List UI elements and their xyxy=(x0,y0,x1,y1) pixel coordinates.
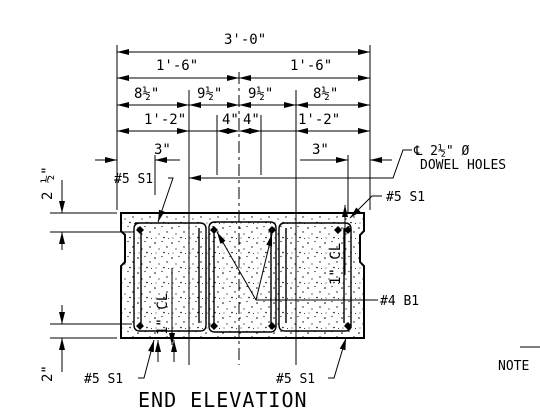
bar-dot xyxy=(268,322,276,330)
bar-dot xyxy=(344,322,352,330)
dim-spacing-left-text: 3" xyxy=(154,142,171,158)
dim-spacing-right-text: 3" xyxy=(312,142,329,158)
leader-s1-bottom-left xyxy=(138,339,155,379)
stirrup-right-inner xyxy=(285,228,345,323)
dim-row4-a-text: 1'-2" xyxy=(144,112,186,128)
dowel-label-line1: ℄ 2½" Ø xyxy=(413,144,469,159)
bar-s1-bottom-mid-label: #5 S1 xyxy=(276,372,315,387)
bar-leaders xyxy=(138,177,382,379)
stirrup-center xyxy=(208,221,277,333)
drawing-title: END ELEVATION xyxy=(138,388,308,412)
bar-dot xyxy=(344,226,352,234)
reinforcing-bars xyxy=(133,221,352,333)
dimension-lines xyxy=(50,45,412,372)
dim-row4-c-text: 4" xyxy=(243,112,260,128)
bar-dot xyxy=(268,226,276,234)
dim-left-top-text: 2 ½" xyxy=(40,166,56,200)
bar-dot xyxy=(210,226,218,234)
bar-dot xyxy=(210,322,218,330)
stirrup-left xyxy=(133,222,207,332)
dim-row3-b-text: 9½" xyxy=(197,86,222,102)
dim-half-right-text: 1'-6" xyxy=(290,58,332,74)
dim-left-bottom-text: 2" xyxy=(40,365,56,382)
leader-s1-bottom-mid xyxy=(328,337,347,379)
dim-overall-text: 3'-0" xyxy=(224,32,266,48)
dim-row3-a-text: 8½" xyxy=(134,86,159,102)
dowel-label-line2: DOWEL HOLES xyxy=(420,158,506,173)
leader-s1-top-left xyxy=(157,177,174,223)
leader-b1-b xyxy=(255,233,273,301)
stirrup-left-inner xyxy=(140,228,200,323)
dim-cl-left-text: 1" CL xyxy=(155,293,171,335)
dowel-leader xyxy=(370,149,412,179)
bar-dots xyxy=(136,226,352,330)
note-label: NOTE xyxy=(498,359,529,374)
bar-s1-bottom-left-label: #5 S1 xyxy=(84,372,123,387)
dim-half-left-text: 1'-6" xyxy=(156,58,198,74)
stirrup-right xyxy=(278,222,352,332)
bar-b1-label: #4 B1 xyxy=(380,294,419,309)
bar-s1-top-right-label: #5 S1 xyxy=(386,190,425,205)
dim-row4-d-text: 1'-2" xyxy=(298,112,340,128)
bar-s1-top-left-label: #5 S1 xyxy=(114,172,153,187)
leader-s1-top-right xyxy=(349,195,382,219)
dim-row3-d-text: 8½" xyxy=(313,86,338,102)
bar-dot xyxy=(334,226,342,234)
bar-dot xyxy=(136,226,144,234)
dim-row3-c-text: 9½" xyxy=(248,86,273,102)
dim-cl-right-text: 1" CL xyxy=(328,243,344,285)
bar-dot xyxy=(136,322,144,330)
dim-row4-b-text: 4" xyxy=(222,112,239,128)
